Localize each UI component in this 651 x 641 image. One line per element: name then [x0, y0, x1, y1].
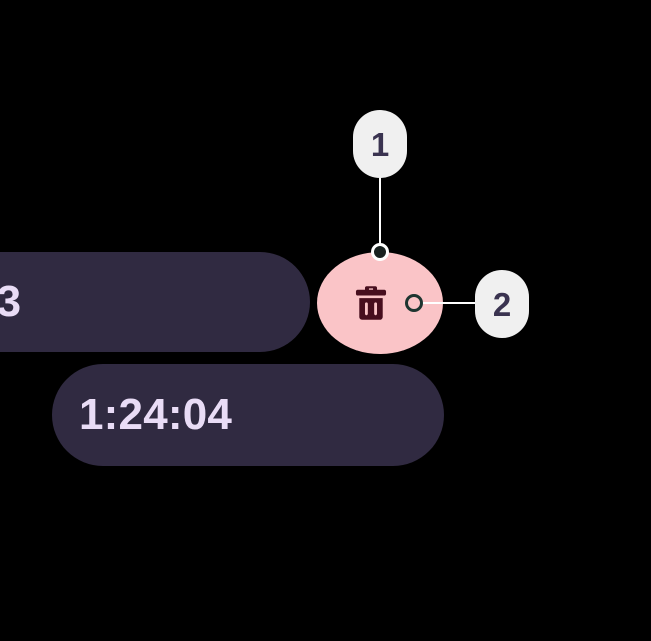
annotation-badge-2[interactable]: 2	[475, 270, 529, 338]
annotation-badge-1[interactable]: 1	[353, 110, 407, 178]
duration-chip-label: 1:24:04	[79, 390, 233, 439]
annotation-badge-2-label: 2	[492, 285, 512, 323]
annotation-badge-1-label: 1	[370, 125, 390, 163]
duration-chip[interactable]: 1:24:04	[52, 364, 444, 466]
annotation-connector-1	[379, 170, 381, 252]
count-chip[interactable]: 43	[0, 252, 310, 352]
annotation-anchor-1	[371, 243, 389, 261]
count-chip-label: 43	[0, 277, 22, 326]
annotation-anchor-2	[405, 294, 423, 312]
trash-icon	[355, 286, 387, 320]
annotation-connector-2	[418, 302, 482, 304]
